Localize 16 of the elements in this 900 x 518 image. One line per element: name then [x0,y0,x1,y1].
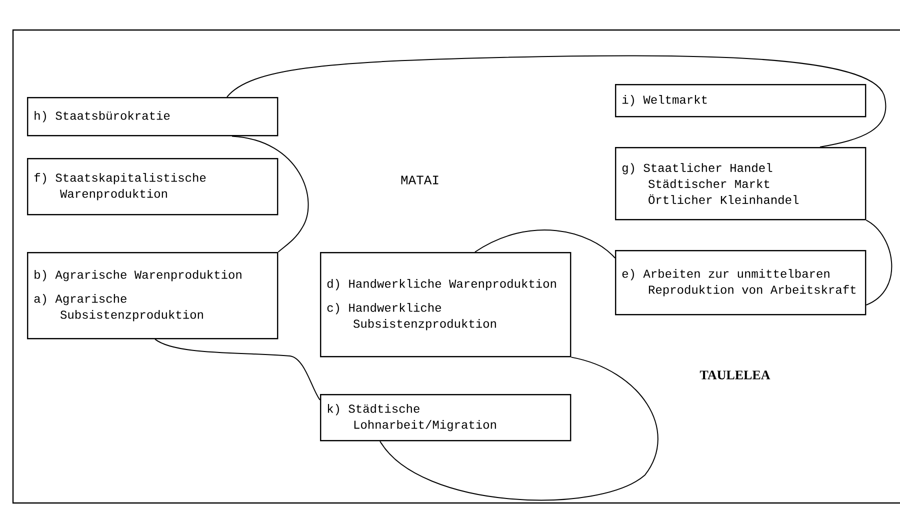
region-label: TAULELEA [700,370,770,380]
category-box: f) Staatskapitalistische Warenproduktion [27,158,278,216]
category-box: b) Agrarische Warenproduktion a) Agrarische Subsistenzproduktion [27,252,278,340]
boundary-line [380,356,658,501]
boundary-line [474,230,616,258]
category-box: e) Arbeiten zur unmittelbaren Reproduktion von Arbeitskraft [615,250,866,316]
region-label: MATAI [401,176,438,184]
category-box: g) Staatlicher Handel Städtischer Markt Örtlicher Kleinhandel [615,147,866,220]
category-box: k) Städtische Lohnarbeit/Migration [320,394,572,442]
category-box: i) Weltmarkt [615,84,866,118]
boundary-line [226,55,886,148]
category-box: d) Handwerkliche Warenproduktion c) Handwerkliche Subsistenzproduktion [320,252,572,358]
boundary-line [232,136,309,252]
boundary-line [154,338,320,400]
boundary-line [866,220,892,306]
category-box: h) Staatsbürokratie [27,97,278,136]
